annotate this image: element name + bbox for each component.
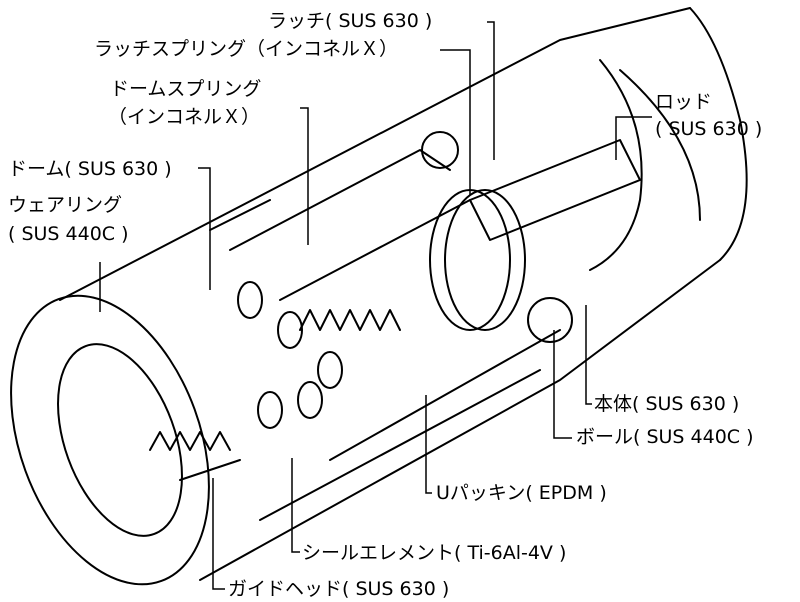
rod-label-line1: ロッド	[655, 91, 713, 113]
leader-latch	[487, 21, 495, 160]
u-packing-label: Uパッキン( EPDM )	[436, 482, 607, 504]
leader-seal-element	[291, 458, 300, 553]
dome-spring-label-line1: ドームスプリング	[110, 78, 262, 100]
ball	[527, 297, 573, 343]
guide-head-label: ガイドヘッド( SUS 630 )	[228, 578, 450, 600]
latch-spring-ring	[429, 189, 511, 331]
leader-rod	[615, 116, 652, 160]
leader-guide-head	[212, 478, 225, 590]
leader-dome	[198, 167, 211, 290]
rod-label-line2: ( SUS 630 )	[655, 118, 763, 140]
front-end-inner	[57, 343, 183, 537]
dome-spring-label-line2: （インコネルＸ）	[108, 106, 261, 128]
front-spring	[149, 431, 231, 451]
rear-opening	[589, 59, 643, 271]
body-label: 本体( SUS 630 )	[594, 393, 740, 415]
leader-latch-spring	[440, 49, 471, 195]
leader-dome-spring	[300, 107, 309, 245]
rod	[469, 139, 641, 241]
latch-spring-label: ラッチスプリング（インコネルＸ）	[94, 38, 399, 60]
wear-ring-label-line1: ウェアリング	[8, 194, 123, 216]
wear-ring-label-line2: ( SUS 440C )	[8, 223, 129, 245]
latch-label: ラッチ( SUS 630 )	[268, 10, 433, 32]
outer-cylinder-bottom	[199, 259, 721, 581]
outer-cylinder-top	[59, 7, 691, 301]
dome-label: ドーム( SUS 630 )	[8, 158, 172, 180]
front-end-disk	[10, 294, 210, 586]
seal-element-label: シールエレメント( Ti-6Al-4V )	[302, 542, 567, 564]
outer-cylinder-right-end	[689, 7, 748, 261]
ball-label: ボール( SUS 440C )	[576, 426, 754, 448]
center-spring	[299, 309, 401, 331]
leader-u-packing	[425, 395, 432, 494]
leader-ball	[553, 330, 572, 439]
leader-body	[585, 305, 592, 405]
